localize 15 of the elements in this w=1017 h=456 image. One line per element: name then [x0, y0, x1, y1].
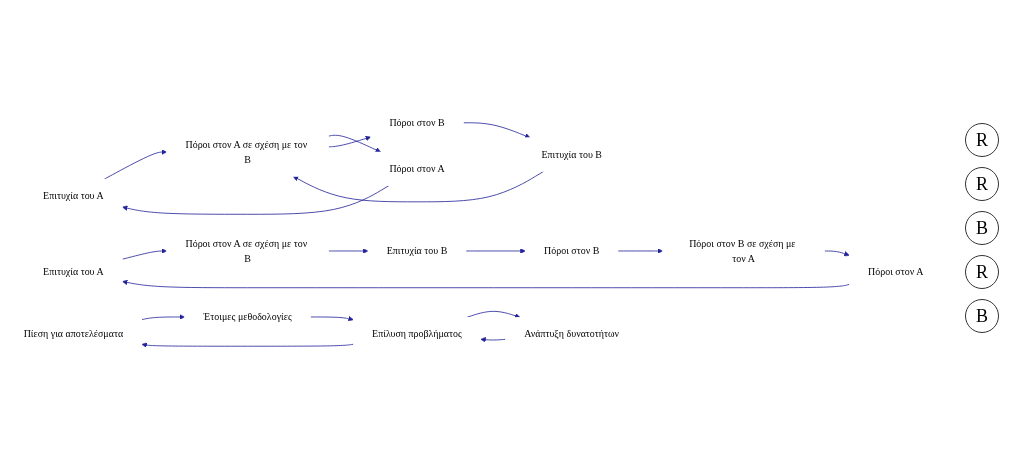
- node-text: Ανάπτυξη δυνατοτήτων: [524, 328, 620, 339]
- node-text: Επιτυχία του Β: [541, 148, 602, 160]
- node-text: Πόροι στον Α σε σχέση με τον Β: [185, 237, 308, 264]
- node-text: Πόροι στον Α: [868, 265, 924, 277]
- node-text: Πίεση για αποτελέσματα: [23, 328, 124, 339]
- node-text: Επίλυση προβλήματος: [372, 328, 462, 339]
- node-text: Πόροι στον Α σε σχέση με τον Β: [185, 138, 308, 165]
- node-text: Επιτυχία του Α: [43, 189, 104, 201]
- node-text: Πόροι στον Α: [389, 162, 445, 174]
- node-text: Επιτυχία του Α: [43, 265, 104, 277]
- node-text: Έτοιμες μεθοδολογίες: [203, 310, 292, 322]
- node-text: Πόροι στον Β: [389, 116, 445, 128]
- node-text: Πόροι στον Β σε σχέση με τον Α: [689, 237, 796, 264]
- node-text: Επιτυχία του Β: [386, 244, 448, 256]
- node-text: Πόροι στον Β: [544, 244, 600, 256]
